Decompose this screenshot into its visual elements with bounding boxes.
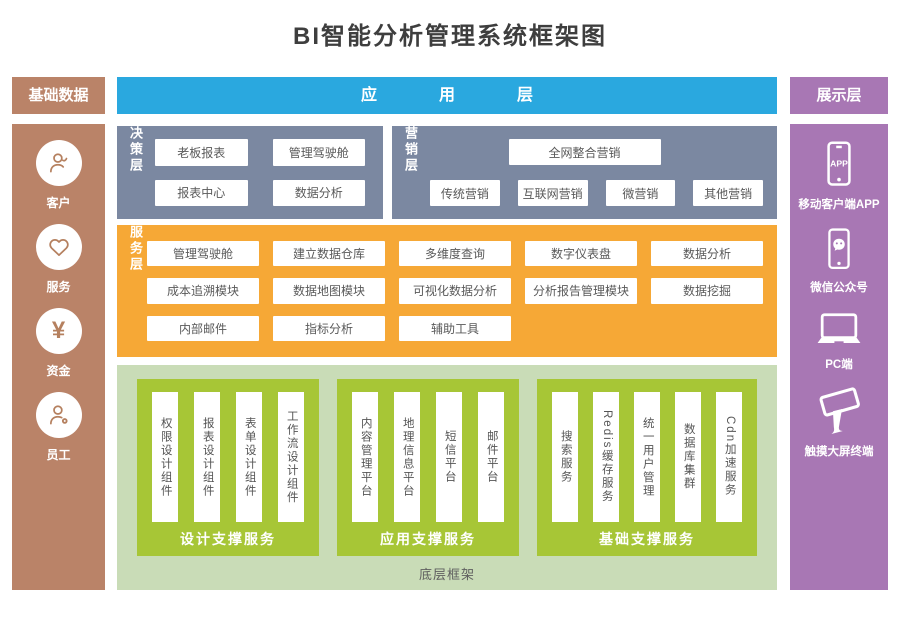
marketing-button: 传统营销 (430, 180, 500, 206)
service-button: 数字仪表盘 (525, 241, 637, 267)
foundation-bar: Cdn加速服务 (716, 392, 742, 522)
marketing-button: 互联网营销 (517, 180, 588, 206)
service-button: 多维度查询 (399, 241, 511, 267)
decision-button: 管理驾驶舱 (272, 139, 365, 166)
foundation-label: 底层框架 (418, 566, 475, 582)
group-label: 基础支撑服务 (599, 531, 695, 547)
service-button: 分析报告管理模块 (525, 278, 637, 304)
foundation-bar: 地理信息平台 (394, 392, 420, 522)
base-data-item-funds: ¥ 资金 (12, 308, 105, 379)
service-button: 数据挖掘 (651, 278, 763, 304)
service-button: 数据分析 (651, 241, 763, 267)
marketing-button: 其他营销 (693, 180, 763, 206)
marketing-buttons: 传统营销 互联网营销 微营销 其他营销 (430, 180, 763, 206)
svg-text:APP: APP (830, 158, 848, 168)
display-item-pc: PC端 (790, 310, 888, 372)
base-data-column: 基础数据 客户 服务 (12, 77, 105, 590)
display-layer-body: APP 移动客户端APP 微信公众号 (790, 124, 888, 590)
marketing-top-button: 全网整合营销 (508, 139, 661, 165)
base-data-item-label: 服务 (46, 280, 71, 294)
display-layer-header: 展示层 (790, 77, 888, 114)
funds-icon: ¥ (35, 308, 82, 354)
service-button: 成本追溯模块 (147, 278, 259, 304)
pc-icon (813, 310, 865, 350)
foundation-bar: 数据库集群 (675, 392, 701, 522)
base-data-item-employee: 员工 (12, 392, 105, 463)
base-data-item-label: 客户 (46, 196, 71, 210)
service-layer-box: 服务层 管理驾驶舱 建立数据仓库 多维度查询 数字仪表盘 数据分析 成本追溯模块… (117, 225, 777, 357)
display-item-label: 触摸大屏终端 (804, 446, 874, 458)
decision-layer-box: 决策层 老板报表 管理驾驶舱 报表中心 数据分析 (117, 126, 383, 219)
base-data-item-service: 服务 (12, 224, 105, 295)
page-title: BI智能分析管理系统框架图 (293, 23, 607, 50)
service-layer-label: 服务层 (128, 225, 143, 273)
display-item-mobile-app: APP 移动客户端APP (790, 140, 888, 212)
marketing-layer-box: 营销层 全网整合营销 传统营销 互联网营销 微营销 其他营销 (392, 126, 777, 219)
wechat-icon (823, 227, 855, 273)
marketing-layer-label: 营销层 (403, 126, 418, 174)
foundation-bar: 内容管理平台 (352, 392, 378, 522)
display-item-label: 移动客户端APP (798, 199, 880, 211)
service-button: 建立数据仓库 (273, 241, 385, 267)
base-data-item-label: 员工 (46, 448, 71, 462)
service-button: 可视化数据分析 (399, 278, 511, 304)
decision-button: 老板报表 (155, 139, 248, 166)
mobile-app-icon: APP (822, 140, 856, 190)
application-support-group: 内容管理平台 地理信息平台 短信平台 邮件平台 应用支撑服务 (337, 379, 519, 556)
service-button: 指标分析 (273, 315, 385, 341)
base-data-header: 基础数据 (12, 77, 105, 114)
service-button: 管理驾驶舱 (147, 241, 259, 267)
foundation-bar: 统一用户管理 (634, 392, 660, 522)
foundation-bar: 工作流设计组件 (278, 392, 304, 522)
base-data-item-customer: 客户 (12, 140, 105, 211)
application-layer-bar: 应用层 (117, 77, 777, 114)
display-item-label: PC端 (825, 359, 853, 371)
foundation-framework-box: 权限设计组件 报表设计组件 表单设计组件 工作流设计组件 设计支撑服务 内容管理… (117, 365, 777, 590)
display-item-touch-screen: 触摸大屏终端 (790, 387, 888, 459)
display-layer-column: 展示层 APP 移动客户端APP (790, 77, 888, 590)
decision-button: 数据分析 (272, 179, 365, 206)
foundation-bar: 短信平台 (436, 392, 462, 522)
base-data-item-label: 资金 (46, 364, 71, 378)
service-button: 内部邮件 (147, 315, 259, 341)
service-icon (35, 224, 82, 270)
group-label: 应用支撑服务 (380, 531, 476, 547)
display-item-label: 微信公众号 (810, 282, 868, 294)
foundation-bar: 搜索服务 (552, 392, 578, 522)
service-button: 辅助工具 (399, 315, 511, 341)
group-label: 设计支撑服务 (180, 531, 276, 547)
display-item-wechat: 微信公众号 (790, 227, 888, 295)
service-button: 数据地图模块 (273, 278, 385, 304)
foundation-bar: 报表设计组件 (194, 392, 220, 522)
foundation-bar: 表单设计组件 (236, 392, 262, 522)
decision-button: 报表中心 (155, 179, 248, 206)
base-support-group: 搜索服务 Redis缓存服务 统一用户管理 数据库集群 Cdn加速服务 基础支撑… (537, 379, 757, 556)
foundation-bar: 权限设计组件 (152, 392, 178, 522)
employee-icon (35, 392, 82, 438)
foundation-bar: Redis缓存服务 (593, 392, 619, 522)
decision-layer-buttons: 老板报表 管理驾驶舱 报表中心 数据分析 (155, 139, 365, 206)
customer-icon (35, 140, 82, 186)
touch-screen-icon (813, 387, 865, 437)
base-data-body: 客户 服务 ¥ 资金 (12, 124, 105, 590)
design-support-group: 权限设计组件 报表设计组件 表单设计组件 工作流设计组件 设计支撑服务 (137, 379, 319, 556)
foundation-bar: 邮件平台 (478, 392, 504, 522)
service-layer-buttons: 管理驾驶舱 建立数据仓库 多维度查询 数字仪表盘 数据分析 成本追溯模块 数据地… (147, 241, 763, 341)
decision-layer-label: 决策层 (128, 126, 143, 174)
marketing-button: 微营销 (605, 180, 676, 206)
